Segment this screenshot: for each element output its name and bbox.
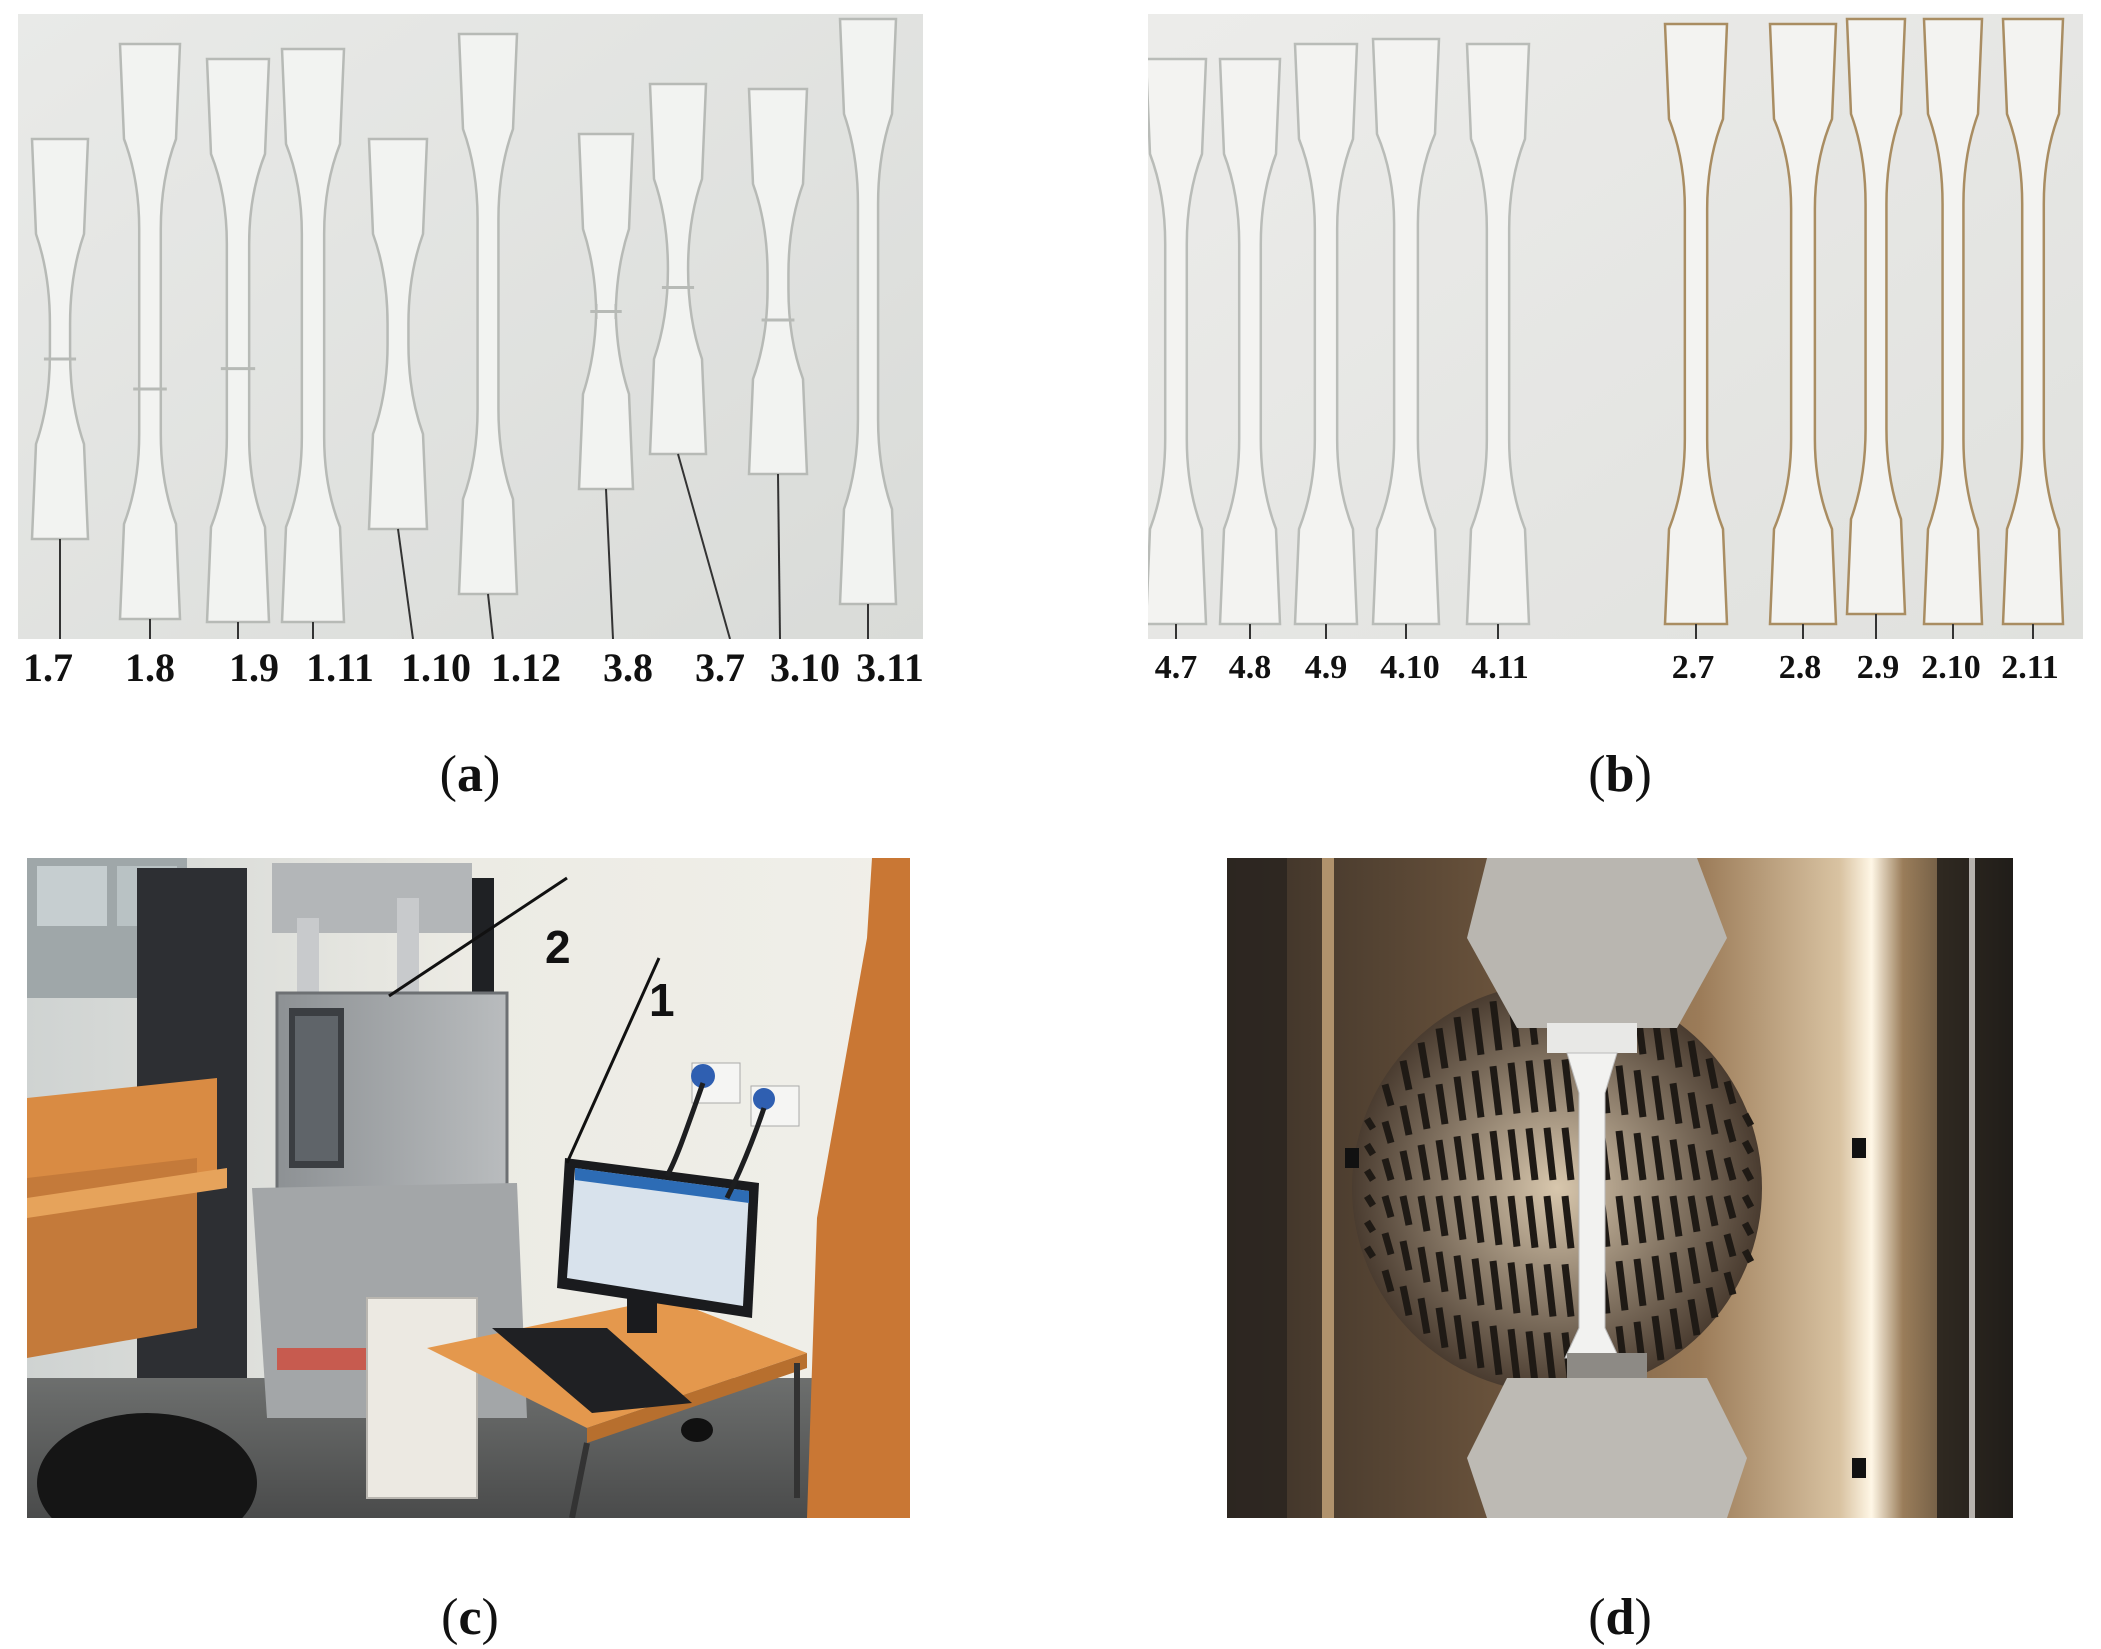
chair bbox=[37, 1413, 257, 1518]
plug-blue-2 bbox=[753, 1088, 775, 1110]
label-1-8: 1.8 bbox=[125, 645, 175, 690]
panel-c: 2 1 bbox=[27, 858, 910, 1518]
label-1-9: 1.9 bbox=[229, 645, 279, 690]
label-1-11: 1.11 bbox=[306, 645, 374, 690]
specimen-labels-a: 1.7 1.8 1.9 1.11 1.10 1.12 3.8 3.7 3.10 … bbox=[18, 644, 923, 694]
keyboard bbox=[492, 1328, 692, 1413]
caption-c: (c) bbox=[441, 1589, 499, 1646]
label-2-7: 2.7 bbox=[1671, 649, 1715, 686]
pointer-lines-b bbox=[1175, 614, 2034, 639]
specimen-strip bbox=[118, 42, 182, 621]
specimen-strip bbox=[457, 32, 519, 596]
label-4-7: 4.7 bbox=[1154, 649, 1198, 686]
panel-d bbox=[1227, 858, 2013, 1518]
specimen-strip bbox=[1371, 37, 1441, 626]
specimen-strip bbox=[1465, 42, 1531, 626]
specimen-strip bbox=[205, 57, 271, 624]
label-3-8: 3.8 bbox=[603, 645, 653, 690]
vent-slats bbox=[1364, 990, 1755, 1386]
specimen-strip bbox=[1663, 22, 1729, 626]
caption-a: (a) bbox=[439, 746, 501, 803]
callout-line-1 bbox=[565, 957, 661, 1164]
label-3-11: 3.11 bbox=[856, 645, 923, 690]
specimen-strip bbox=[30, 137, 90, 541]
label-1-12: 1.12 bbox=[491, 645, 561, 690]
specimen-group-b bbox=[1148, 17, 2065, 626]
label-3-10: 3.10 bbox=[770, 645, 840, 690]
label-2-11: 2.11 bbox=[2001, 649, 2059, 686]
monitor-screen bbox=[567, 1168, 749, 1306]
specimen-strip bbox=[367, 137, 429, 531]
specimen-strip bbox=[1293, 42, 1359, 626]
shelf-right bbox=[807, 858, 910, 1518]
specimen-strip bbox=[838, 17, 898, 606]
specimen-labels-b: 4.7 4.8 4.9 4.10 4.11 2.7 2.8 2.9 2.10 2… bbox=[1148, 649, 2083, 694]
callout-label-1: 1 bbox=[649, 974, 675, 1026]
label-4-8: 4.8 bbox=[1228, 649, 1272, 686]
specimen-strip bbox=[1148, 57, 1208, 626]
label-4-10: 4.10 bbox=[1380, 649, 1440, 686]
lower-grip bbox=[1467, 1378, 1747, 1518]
specimen-strip bbox=[1845, 17, 1907, 616]
label-4-9: 4.9 bbox=[1304, 649, 1348, 686]
label-2-9: 2.9 bbox=[1856, 649, 1900, 686]
specimen-strip bbox=[2001, 17, 2065, 626]
mouse bbox=[681, 1418, 713, 1442]
specimen-strip bbox=[1218, 57, 1282, 626]
label-1-7: 1.7 bbox=[23, 645, 73, 690]
specimen-strip bbox=[1768, 22, 1838, 626]
callout-label-2: 2 bbox=[545, 921, 571, 973]
lab-photo-c bbox=[27, 858, 910, 1518]
specimen-strip bbox=[747, 87, 809, 476]
caption-d: (d) bbox=[1588, 1589, 1652, 1646]
printer-unit bbox=[366, 1297, 478, 1499]
caption-b: (b) bbox=[1588, 746, 1652, 803]
panel-a: 1.7 1.8 1.9 1.11 1.10 1.12 3.8 3.7 3.10 … bbox=[18, 14, 923, 694]
specimen-strip bbox=[1922, 17, 1984, 626]
specimen-group-a bbox=[30, 17, 898, 624]
specimens-photo-b bbox=[1148, 14, 2083, 639]
specimens-backdrop-b bbox=[1148, 14, 2083, 639]
pointer-lines-a bbox=[59, 453, 869, 639]
panel-b: 4.7 4.8 4.9 4.10 4.11 2.7 2.8 2.9 2.10 2… bbox=[1148, 14, 2083, 694]
specimen-strip bbox=[280, 47, 346, 624]
specimens-photo-a bbox=[18, 14, 923, 639]
callout-line-2 bbox=[388, 876, 568, 998]
specimens-backdrop-a bbox=[18, 14, 923, 639]
label-2-8: 2.8 bbox=[1778, 649, 1822, 686]
chamber-photo-d bbox=[1227, 858, 2013, 1518]
specimen-strip bbox=[648, 82, 708, 456]
label-2-10: 2.10 bbox=[1921, 649, 1981, 686]
label-3-7: 3.7 bbox=[695, 645, 745, 690]
plug-blue-1 bbox=[691, 1064, 715, 1088]
upper-grip bbox=[1467, 858, 1727, 1028]
label-1-10: 1.10 bbox=[401, 645, 471, 690]
label-4-11: 4.11 bbox=[1471, 649, 1529, 686]
